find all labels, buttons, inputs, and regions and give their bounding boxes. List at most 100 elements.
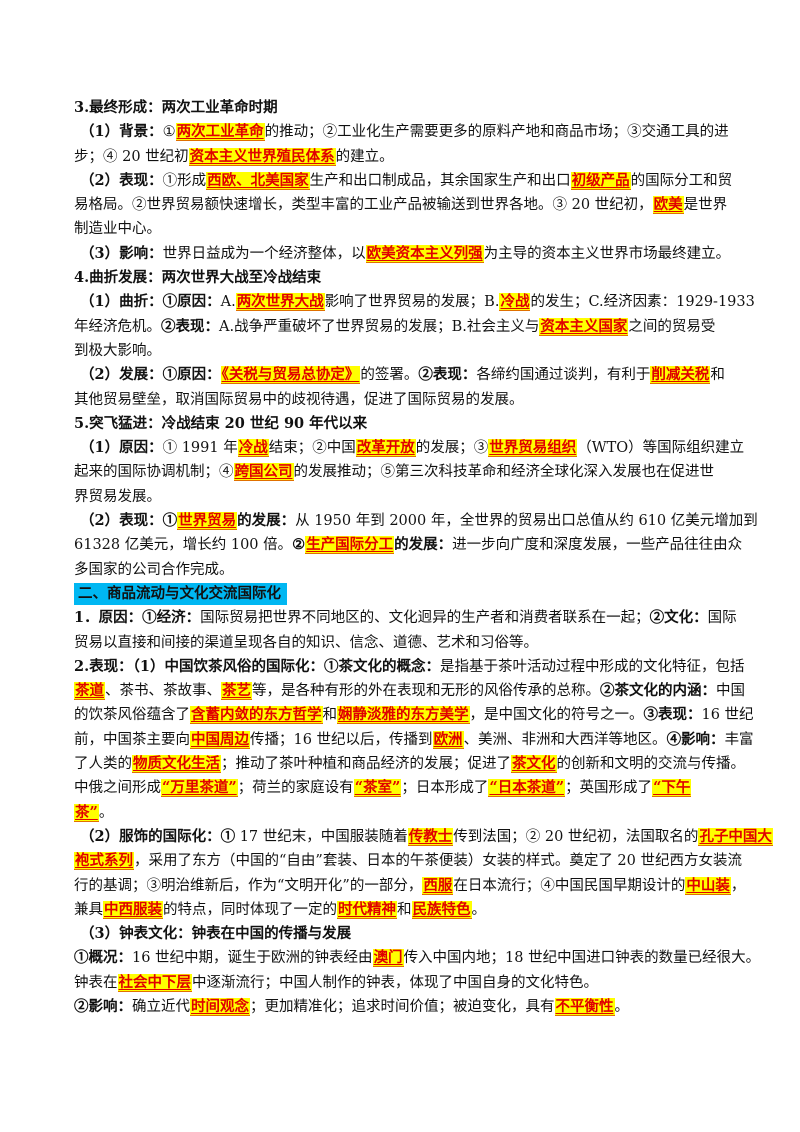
- text-line: 3.最终形成：两次工业革命时期: [74, 96, 734, 120]
- body-text: 的创新和文明的交流与传播。: [556, 756, 746, 773]
- body-text: 16 世纪中期，诞生于欧洲的钟表经由: [132, 950, 373, 967]
- text-line: 前，中国茶主要向中国周边传播；16 世纪以后，传播到欧洲、美洲、非洲和大西洋等地…: [74, 728, 754, 752]
- highlighted-term: 娴静淡雅的东方美学: [337, 706, 470, 725]
- bold-text: （2）服饰的国际化：①: [80, 827, 236, 845]
- bold-text: （2）发展：①原因：: [80, 366, 221, 384]
- body-text: 到极大影响。: [74, 342, 161, 359]
- text-line: 了人类的物质文化生活；推动了茶叶种植和商品经济的发展；促进了茶文化的创新和文明的…: [74, 752, 745, 776]
- highlighted-term: “下午: [652, 779, 692, 798]
- highlighted-term: 跨国公司: [233, 463, 294, 482]
- bold-text: ①概况：: [74, 949, 132, 967]
- highlighted-term: 时间观念: [190, 997, 250, 1016]
- highlighted-term: 削减关税: [650, 366, 711, 385]
- body-text: 其他贸易壁垒，取消国际贸易中的歧视待遇，促进了国际贸易的发展。: [74, 391, 524, 408]
- highlighted-term: 世界贸易: [177, 512, 238, 531]
- body-text: 起来的国际协调机制；④: [74, 464, 234, 481]
- body-text: A.: [220, 294, 236, 311]
- section-heading: 二、商品流动与文化交流国际化: [74, 582, 287, 605]
- text-line: 2.表现：（1）中国饮茶风俗的国际化：①茶文化的概念：是指基于茶叶活动过程中形成…: [74, 655, 744, 679]
- body-text: A.战争严重破坏了世界贸易的发展；B.社会主义与: [219, 318, 540, 335]
- highlighted-term: 茶”: [74, 803, 99, 822]
- bold-text: （1）曲折：①原因：: [80, 293, 221, 311]
- text-line: 贸易以直接和间接的渠道呈现各自的知识、信念、道德、艺术和习俗等。: [74, 631, 734, 655]
- document-body: 3.最终形成：两次工业革命时期（1）背景：①两次工业革命的推动；②工业化生产需要…: [74, 96, 773, 1019]
- highlighted-term: 孔子中国大: [698, 827, 773, 846]
- text-line: 行的基调；③明治维新后，作为“文明开化”的一部分，西服在日本流行；④中国民国早期…: [74, 874, 745, 898]
- highlighted-term: “万里茶道”: [161, 779, 238, 798]
- body-text: 的建立。: [335, 148, 394, 165]
- bold-text: ②影响：: [74, 997, 132, 1015]
- body-text: 前，中国茶主要向: [74, 731, 190, 748]
- highlighted-term: 欧洲: [432, 730, 464, 749]
- body-text: 之间的贸易受: [628, 318, 716, 335]
- text-line: 起来的国际协调机制；④跨国公司的发展推动；⑤第三次科技革命和经济全球化深入发展也…: [74, 460, 734, 484]
- body-text: 中国: [716, 683, 745, 700]
- body-text: ；更加精准化；追求时间价值；被迫变化，具有: [250, 998, 555, 1015]
- body-text: 是指基于茶叶活动过程中形成的文化特征，包括: [439, 658, 745, 675]
- body-text: 和: [322, 707, 338, 724]
- body-text: 进一步向广度和深度发展，一些产品往往由众: [452, 537, 743, 554]
- highlighted-term: 茶艺: [221, 682, 252, 701]
- highlighted-term: 冷战: [499, 293, 531, 312]
- body-text: 界贸易发展。: [74, 488, 161, 505]
- highlighted-term: 物质文化生活: [132, 755, 221, 774]
- body-text: 等，是各种有形的外在表现和无形的风俗传承的总称。: [252, 683, 600, 700]
- highlighted-term: 茶文化: [511, 755, 557, 774]
- text-line: 5.突飞猛进：冷战结束 20 世纪 90 年代以来: [74, 412, 734, 436]
- body-text: 了人类的: [74, 756, 132, 773]
- body-text: 结束；②中国: [268, 440, 356, 457]
- text-line: 61328 亿美元，增长约 100 倍。②生产国际分工的发展：进一步向广度和深度…: [74, 533, 742, 557]
- highlighted-term: 不平衡性: [554, 997, 615, 1016]
- body-text: 确立近代: [132, 998, 190, 1015]
- body-text: ① 1991 年: [162, 440, 238, 457]
- body-text: 、茶书、茶故事、: [105, 683, 221, 700]
- highlighted-term: 两次世界大战: [235, 293, 325, 312]
- bold-text: 4.曲折发展：两次世界大战至冷战结束: [74, 269, 322, 287]
- body-text: 生产和出口制成品，其余国家生产和出口: [309, 172, 571, 189]
- highlighted-term: 茶道: [74, 682, 105, 701]
- bold-text: （1）背景：: [80, 123, 163, 141]
- text-line: 钟表在社会中下层中逐渐流行；中国人制作的钟表，体现了中国自身的文化特色。: [74, 971, 734, 995]
- body-text: 和: [710, 367, 725, 384]
- bold-text: ②表现：: [161, 317, 219, 335]
- body-text: 国际贸易把世界不同地区的、文化迥异的生产者和消费者联系在一起；: [200, 610, 650, 627]
- text-line: 其他贸易壁垒，取消国际贸易中的歧视待遇，促进了国际贸易的发展。: [74, 388, 734, 412]
- bold-text: ②文化：: [649, 609, 708, 627]
- body-text: 的发生；C.经济因素：1929-1933: [530, 294, 755, 311]
- body-text: 的推动；②工业化生产需要更多的原料产地和商品市场；③交通工具的进: [264, 124, 729, 141]
- body-text: 的饮茶风俗蕴含了: [74, 707, 190, 724]
- body-text: 世界日益成为一个经济整体，以: [162, 245, 366, 262]
- body-text: 钟表在: [74, 974, 118, 991]
- text-line: 易格局。②世界贸易额快速增长，类型丰富的工业产品被输送到世界各地。③ 20 世纪…: [74, 193, 734, 217]
- bold-text: （2）表现：: [80, 171, 163, 189]
- bold-text: ④影响：: [666, 730, 725, 748]
- highlighted-term: 资本主义世界殖民体系: [188, 147, 336, 166]
- text-line: 茶”。: [74, 801, 734, 825]
- body-text: 17 世纪末，中国服装随着: [235, 828, 408, 845]
- text-line: 二、商品流动与文化交流国际化: [74, 582, 734, 606]
- body-text: 。: [98, 804, 114, 821]
- bold-text: 的发展：: [394, 536, 453, 554]
- body-text: 易格局。②世界贸易额快速增长，类型丰富的工业产品被输送到世界各地。③ 20 世纪…: [74, 197, 653, 214]
- body-text: 国际: [707, 610, 737, 627]
- bold-text: 5.突飞猛进：冷战结束 20 世纪 90 年代以来: [74, 414, 368, 432]
- bold-text: 的发展：: [237, 512, 296, 530]
- text-line: 袍式系列，采用了东方（中国的“自由”套装、日本的午茶便装）女装的样式。奠定了 2…: [74, 849, 742, 873]
- bold-text: （3）影响：: [80, 244, 163, 262]
- text-line: （2）表现：①形成西欧、北美国家生产和出口制成品，其余国家生产和出口初级产品的国…: [74, 169, 734, 193]
- body-text: 贸易以直接和间接的渠道呈现各自的知识、信念、道德、艺术和习俗等。: [74, 634, 538, 651]
- text-line: （2）发展：①原因：《关税与贸易总协定》的签署。②表现：各缔约国通过谈判，有利于…: [74, 363, 734, 387]
- text-line: （3）钟表文化：钟表在中国的传播与发展: [74, 922, 734, 946]
- body-text: ；推动了茶叶种植和商品经济的发展；促进了: [221, 756, 511, 773]
- body-text: 传到法国；② 20 世纪初，法国取名的: [453, 828, 699, 845]
- body-text: 传入中国内地；18 世纪中国进口钟表的数量已经很大。: [403, 950, 761, 967]
- text-line: ①概况：16 世纪中期，诞生于欧洲的钟表经由澳门传入中国内地；18 世纪中国进口…: [74, 946, 760, 970]
- bold-text: ②茶文化的内涵：: [600, 682, 716, 700]
- highlighted-term: “茶室”: [353, 779, 402, 798]
- highlighted-term: 欧美资本主义列强: [365, 244, 484, 263]
- text-line: （1）曲折：①原因：A.两次世界大战影响了世界贸易的发展；B.冷战的发生；C.经…: [74, 290, 755, 314]
- body-text: 。: [614, 998, 630, 1015]
- bold-text: （3）钟表文化：钟表在中国的传播与发展: [80, 925, 352, 943]
- body-text: 中逐渐流行；中国人制作的钟表，体现了中国自身的文化特色。: [192, 974, 598, 991]
- text-line: 多国家的公司合作完成。: [74, 558, 734, 582]
